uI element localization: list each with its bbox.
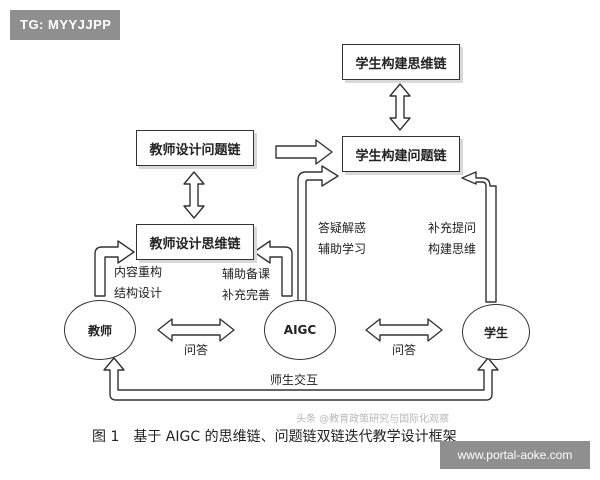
label-supplement-improve: 补充完善 — [222, 288, 271, 302]
arrow-interaction-loop — [103, 357, 499, 401]
channel-tag: TG: MYYJJPP — [10, 10, 120, 40]
node-aigc: AIGC — [264, 300, 336, 360]
label-answer-questions: 答疑解惑 — [318, 221, 367, 235]
label-content-restructure: 内容重构 — [114, 265, 163, 279]
node-teacher: 教师 — [64, 300, 136, 360]
node-student-question-chain: 学生构建问题链 — [342, 136, 460, 172]
label-assist-prep: 辅助备课 — [222, 267, 271, 281]
label-teacher-student-interaction: 师生交互 — [270, 373, 319, 387]
figure-caption: 图 1 基于 AIGC 的思维链、问题链双链迭代教学设计框架 — [92, 429, 457, 445]
site-url-tag: www.portal-aoke.com — [440, 441, 590, 469]
arrow-aigc-student — [365, 318, 443, 342]
label-qa-right: 问答 — [392, 343, 417, 357]
arrow-thinking-question-teacher — [183, 171, 205, 219]
arrow-thinking-question-student — [389, 83, 411, 131]
arrow-teacher-aigc — [157, 318, 235, 342]
label-qa-left: 问答 — [184, 343, 209, 357]
arrow-teacher-to-thinking — [94, 240, 135, 297]
label-build-thinking: 构建思维 — [428, 242, 477, 256]
node-student: 学生 — [462, 304, 530, 360]
node-teacher-question-chain: 教师设计问题链 — [136, 130, 254, 166]
label-structure-design: 结构设计 — [114, 286, 163, 300]
arrow-aigc-to-student-question — [297, 165, 339, 303]
label-assist-learning: 辅助学习 — [318, 242, 367, 256]
watermark-text: 头条 @教育政策研究与国际化观察 — [296, 414, 450, 425]
arrow-teacher-to-student-question — [275, 139, 333, 165]
node-teacher-thinking-chain: 教师设计思维链 — [136, 224, 254, 260]
label-supplement-ask: 补充提问 — [428, 221, 477, 235]
arrow-student-to-question — [461, 171, 497, 303]
node-student-thinking-chain: 学生构建思维链 — [342, 44, 460, 80]
arrow-aigc-to-thinking — [253, 240, 293, 297]
